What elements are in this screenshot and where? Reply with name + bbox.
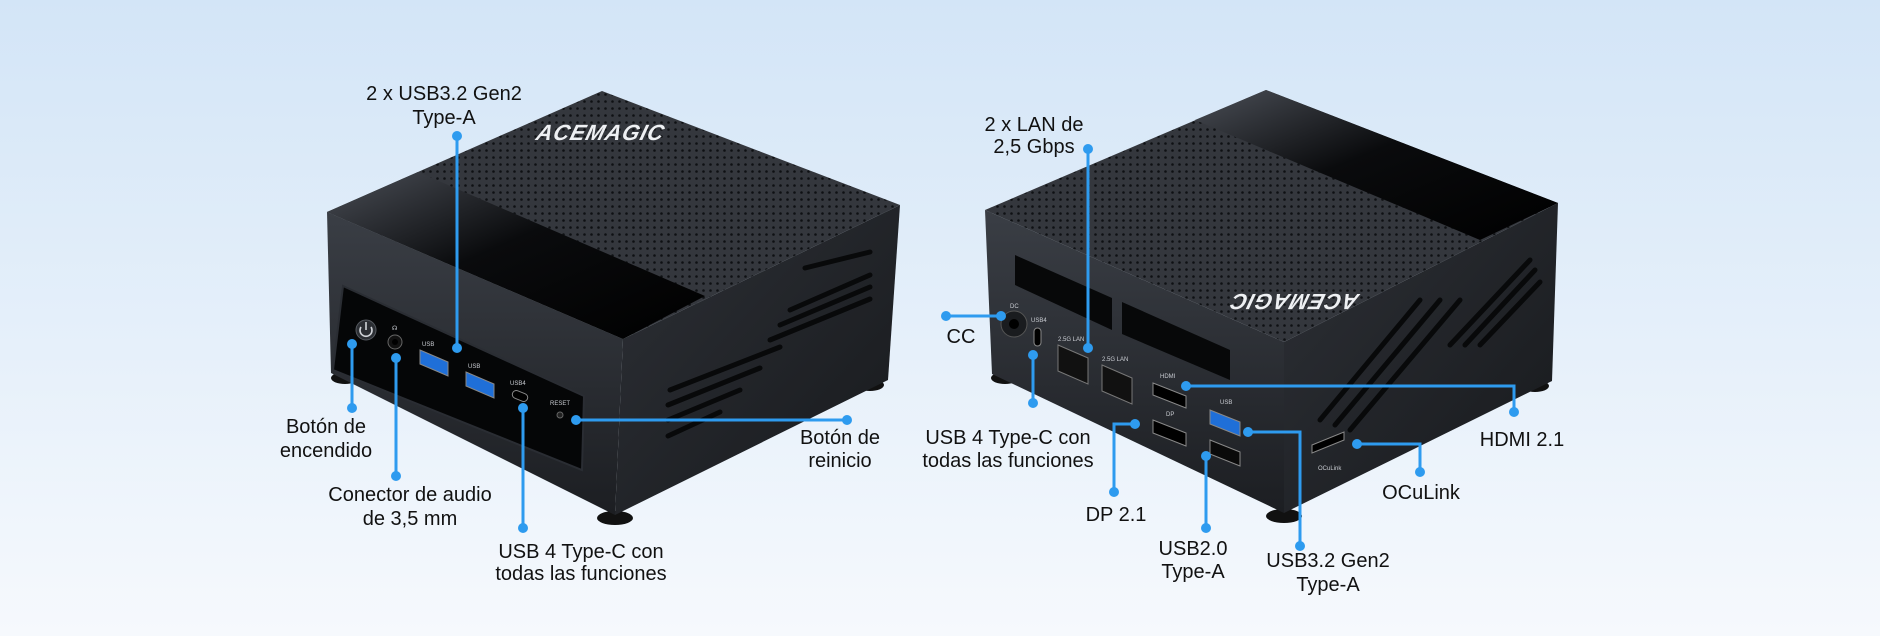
callout-usb20: USB2.0 Type-A bbox=[1159, 451, 1228, 583]
label-usb4: USB 4 Type-C con bbox=[498, 541, 663, 563]
port-mark-hdmi: HDMI bbox=[1160, 374, 1176, 380]
dc-power-jack[interactable]: DC bbox=[1000, 304, 1028, 338]
side-vents bbox=[665, 249, 873, 439]
headphone-icon: ☊ bbox=[392, 325, 397, 332]
port-mark-usb4: USB4 bbox=[1031, 318, 1047, 324]
callout-reset: Botón de reinicio bbox=[571, 415, 880, 472]
label-audio-2: de 3,5 mm bbox=[363, 508, 457, 530]
callout-usb32-front: 2 x USB3.2 Gen2 Type-A bbox=[366, 83, 522, 353]
label-power: Botón de bbox=[286, 416, 366, 438]
dp-port[interactable]: DP bbox=[1152, 412, 1187, 447]
label-lan: 2 x LAN de bbox=[985, 114, 1084, 136]
oculink-port[interactable]: OCuLink bbox=[1311, 431, 1345, 472]
label-usb32-2: Type-A bbox=[1296, 574, 1360, 596]
audio-jack[interactable]: ☊ bbox=[387, 325, 403, 350]
port-mark-lan: 2.5G LAN bbox=[1058, 337, 1084, 343]
reset-button[interactable]: RESET bbox=[550, 401, 570, 419]
mini-pc-front-view: ACEMAGIC ☊ USB USB USB4 RESET bbox=[327, 91, 900, 525]
usb32-port[interactable]: USB bbox=[1209, 400, 1241, 437]
label-usb32: 2 x USB3.2 Gen2 bbox=[366, 83, 522, 105]
brand-logo: ACEMAGIC bbox=[533, 120, 668, 145]
usb-c-port[interactable]: USB4 bbox=[510, 381, 529, 403]
callout-power: Botón de encendido bbox=[280, 339, 372, 462]
label-usb4-2: todas las funciones bbox=[495, 563, 666, 585]
label-usb32: USB3.2 Gen2 bbox=[1266, 550, 1389, 572]
usb20-port[interactable] bbox=[1209, 439, 1241, 467]
foot bbox=[597, 511, 633, 525]
side-face bbox=[615, 205, 900, 515]
label-hdmi: HDMI 2.1 bbox=[1480, 429, 1564, 451]
foot bbox=[1266, 509, 1302, 523]
label-reset-2: reinicio bbox=[808, 450, 871, 472]
port-mark-reset: RESET bbox=[550, 401, 570, 407]
label-audio: Conector de audio bbox=[328, 484, 491, 506]
front-port-panel bbox=[331, 284, 586, 472]
port-mark-dp: DP bbox=[1166, 412, 1174, 418]
mini-pc-rear-view: ACEMAGIC DC USB4 2.5G LAN 2.5G LAN HDMI … bbox=[985, 90, 1558, 523]
label-oculink: OCuLink bbox=[1382, 482, 1461, 504]
label-lan-2: 2,5 Gbps bbox=[993, 136, 1074, 158]
rear-vent-right bbox=[1122, 302, 1230, 380]
port-mark-usb4: USB4 bbox=[510, 381, 526, 387]
lan-port-1[interactable]: 2.5G LAN bbox=[1057, 337, 1089, 385]
label-dp: DP 2.1 bbox=[1086, 504, 1147, 526]
label-usb32-type: Type-A bbox=[412, 107, 476, 129]
callout-usb32-rear: USB3.2 Gen2 Type-A bbox=[1243, 427, 1390, 596]
label-dc: CC bbox=[947, 326, 976, 348]
port-mark-usb: USB bbox=[422, 342, 434, 348]
label-power-2: encendido bbox=[280, 440, 372, 462]
usb-a-port-1[interactable]: USB bbox=[419, 342, 449, 377]
callout-hdmi: HDMI 2.1 bbox=[1181, 381, 1564, 451]
power-icon bbox=[359, 326, 373, 338]
brand-logo: ACEMAGIC bbox=[1227, 289, 1362, 314]
label-usb4-2: todas las funciones bbox=[922, 450, 1093, 472]
port-mark-dc: DC bbox=[1010, 304, 1019, 310]
top-grille bbox=[327, 91, 900, 339]
callout-usb4-front: USB 4 Type-C con todas las funciones bbox=[495, 403, 667, 585]
callout-dp: DP 2.1 bbox=[1086, 419, 1147, 526]
label-usb20: USB2.0 bbox=[1159, 538, 1228, 560]
power-button[interactable] bbox=[355, 319, 377, 341]
callout-audio: Conector de audio de 3,5 mm bbox=[328, 353, 492, 530]
callout-oculink: OCuLink bbox=[1352, 439, 1461, 504]
usb-c-port[interactable]: USB4 bbox=[1031, 318, 1047, 347]
glossy-top-panel bbox=[327, 172, 705, 339]
port-mark-usb: USB bbox=[1220, 400, 1232, 406]
port-mark-usb: USB bbox=[468, 364, 480, 370]
callout-usb4-rear: USB 4 Type-C con todas las funciones bbox=[922, 350, 1094, 472]
callout-lan: 2 x LAN de 2,5 Gbps bbox=[985, 114, 1093, 353]
usb-a-port-2[interactable]: USB bbox=[465, 364, 495, 399]
label-usb20-2: Type-A bbox=[1161, 561, 1225, 583]
hdmi-port[interactable]: HDMI bbox=[1152, 374, 1187, 409]
side-face bbox=[1284, 203, 1558, 513]
label-reset: Botón de bbox=[800, 427, 880, 449]
glossy-top-panel bbox=[1195, 90, 1558, 240]
side-vents bbox=[1317, 257, 1543, 433]
callout-dc: CC bbox=[941, 311, 1006, 348]
port-mark-oculink: OCuLink bbox=[1318, 466, 1342, 472]
lan-port-2[interactable]: 2.5G LAN bbox=[1101, 357, 1133, 405]
port-mark-lan: 2.5G LAN bbox=[1102, 357, 1128, 363]
label-usb4: USB 4 Type-C con bbox=[925, 427, 1090, 449]
